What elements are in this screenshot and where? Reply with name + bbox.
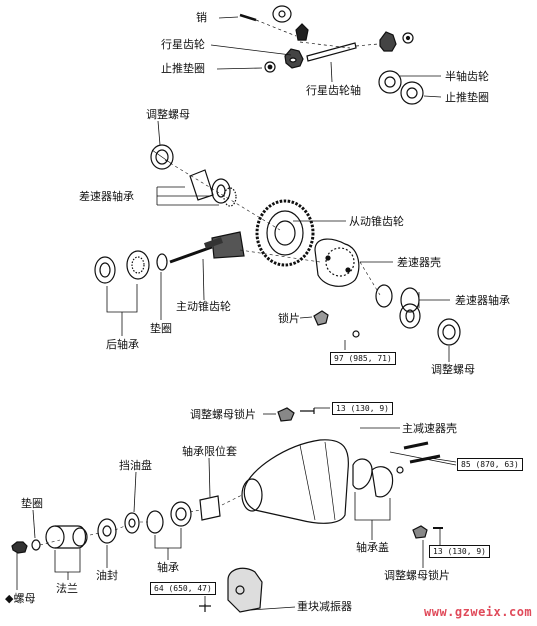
planet-gear-part (284, 48, 304, 69)
adjust-nut-top-part (150, 144, 174, 170)
torque-box-3: 85 (870, 63) (457, 458, 523, 471)
label-damper: 重块减振器 (297, 600, 352, 613)
label-adjust-lock-top: 调整螺母锁片 (190, 408, 256, 421)
label-ring-gear: 从动锥齿轮 (349, 215, 404, 228)
planet-shaft-part (306, 42, 357, 62)
diff-case-part (314, 238, 360, 287)
torque-box-5: 64 (650, 47) (150, 582, 216, 595)
label-planet-gear: 行星齿轮 (161, 38, 205, 51)
label-adjust-lock-bottom: 调整螺母锁片 (384, 569, 450, 582)
label-bearing-retainer: 轴承限位套 (182, 445, 237, 458)
label-rear-bearing: 后轴承 (106, 338, 139, 351)
label-main-housing: 主减速器壳 (402, 422, 457, 435)
lock-plate-top-part (277, 407, 315, 422)
label-flange: 法兰 (56, 582, 78, 595)
bearings-part (146, 501, 192, 534)
lock-plate-mid-part (313, 310, 360, 338)
label-drive-pinion: 主动锥齿轮 (176, 300, 231, 313)
spacer-part (156, 253, 168, 271)
label-thrust-washer-right: 止推垫圈 (445, 91, 489, 104)
torque-box-2: 13 (130, 9) (332, 402, 393, 415)
label-pin: 销 (196, 11, 207, 24)
ring-gear-part (255, 199, 315, 267)
label-nut: ◆螺母 (5, 592, 35, 605)
bearing-cap-part (352, 458, 404, 498)
label-thrust-washer-top: 止推垫圈 (161, 62, 205, 75)
drive-pinion-part (169, 231, 245, 264)
watermark: www.gzweix.com (424, 605, 533, 619)
thrust-washer-top-part (264, 61, 276, 73)
lock-plate-bottom-part (403, 441, 443, 539)
diff-bearing-left-part (189, 169, 237, 207)
flange-part (45, 525, 88, 549)
label-oil-seal: 油封 (96, 569, 118, 582)
diff-bearing-right-part (375, 284, 421, 329)
label-diff-case: 差速器壳 (397, 256, 441, 269)
label-washer-left: 垫圈 (21, 497, 43, 510)
adjust-nut-right-part (437, 318, 461, 346)
planet-gear-top-part (272, 5, 309, 41)
label-lock-plate-mid: 锁片 (278, 312, 300, 325)
side-gear-part (378, 70, 424, 105)
label-adjust-nut-right: 调整螺母 (431, 363, 475, 376)
label-bearing: 轴承 (157, 561, 179, 574)
rear-bearing-part (94, 250, 150, 284)
label-spacer: 垫圈 (150, 322, 172, 335)
label-nut-text: 螺母 (13, 592, 36, 605)
washer-part (31, 539, 41, 551)
nut-part (11, 541, 28, 554)
oil-slinger-part (124, 512, 140, 534)
label-bearing-cap: 轴承盖 (356, 541, 389, 554)
planet-gear-right-part (379, 31, 414, 52)
nut-marker-symbol: ◆ (5, 592, 14, 605)
label-diff-bearing-right: 差速器轴承 (455, 294, 510, 307)
label-planet-shaft: 行星齿轮轴 (306, 84, 361, 97)
torque-box-4: 13 (130, 9) (429, 545, 490, 558)
oil-seal-part (97, 518, 117, 544)
torque-box-1: 97 (985, 71) (330, 352, 396, 365)
label-adjust-nut-top: 调整螺母 (146, 108, 190, 121)
label-diff-bearing-left: 差速器轴承 (79, 190, 134, 203)
main-housing-part (241, 439, 349, 524)
label-side-gear: 半轴齿轮 (445, 70, 489, 83)
bearing-retainer-part (199, 495, 221, 521)
label-oil-slinger: 挡油盘 (119, 459, 152, 472)
pin-part (239, 13, 257, 22)
